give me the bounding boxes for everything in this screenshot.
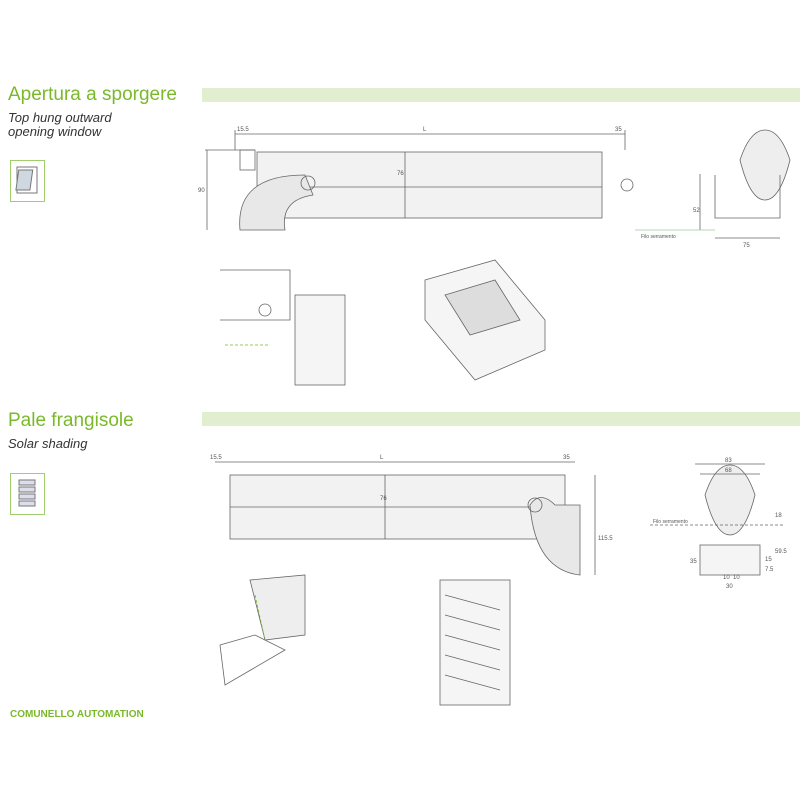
dim-side-width: 75 bbox=[743, 243, 750, 249]
dim-15: 15 bbox=[765, 557, 772, 563]
dim-35: 35 bbox=[690, 559, 697, 565]
dim-right: 35 bbox=[615, 127, 622, 133]
filo-label: Filo serramento bbox=[641, 234, 676, 240]
window-thumbnail-icon bbox=[10, 160, 45, 202]
dim-height: 115.5 bbox=[598, 536, 613, 542]
dim-7-5: 7.5 bbox=[765, 567, 774, 573]
actuator-drawing-solar-shading: 15.5 L 35 76 115.5 83 68 18 59.5 35 15 7… bbox=[210, 455, 787, 706]
dim-length: L bbox=[423, 127, 427, 133]
dim-mid: 76 bbox=[380, 496, 387, 502]
subtitle-line2: opening window bbox=[8, 124, 102, 139]
dim-right: 35 bbox=[563, 455, 570, 461]
section-title-top-hung: Apertura a sporgere bbox=[8, 84, 177, 105]
filo-label: Filo serramento bbox=[653, 519, 688, 525]
dim-18: 18 bbox=[775, 513, 782, 519]
dim-left: 15.5 bbox=[237, 127, 249, 133]
dim-68: 68 bbox=[725, 468, 732, 474]
subtitle-line1: Top hung outward bbox=[8, 110, 112, 125]
section-band bbox=[202, 88, 800, 102]
section-title-solar-shading: Pale frangisole bbox=[8, 410, 134, 431]
footer-brand: COMUNELLO AUTOMATION bbox=[10, 709, 144, 720]
actuator-drawing-top-hung: 15.5 L 35 90 76 52 75 Filo serramento bbox=[198, 127, 791, 386]
louver-thumbnail-icon bbox=[10, 473, 45, 515]
dim-left: 15.5 bbox=[210, 455, 222, 461]
section-band bbox=[202, 412, 800, 426]
dim-side-height: 52 bbox=[693, 208, 700, 214]
dim-10a: 10 bbox=[723, 575, 730, 581]
dim-59-5: 59.5 bbox=[775, 549, 787, 555]
subtitle: Solar shading bbox=[8, 436, 88, 451]
dim-83: 83 bbox=[725, 458, 732, 464]
dim-height: 90 bbox=[198, 188, 205, 194]
dim-mid: 76 bbox=[397, 171, 404, 177]
dim-30: 30 bbox=[726, 584, 733, 590]
dim-10b: 10 bbox=[733, 575, 740, 581]
dim-length: L bbox=[380, 455, 384, 461]
